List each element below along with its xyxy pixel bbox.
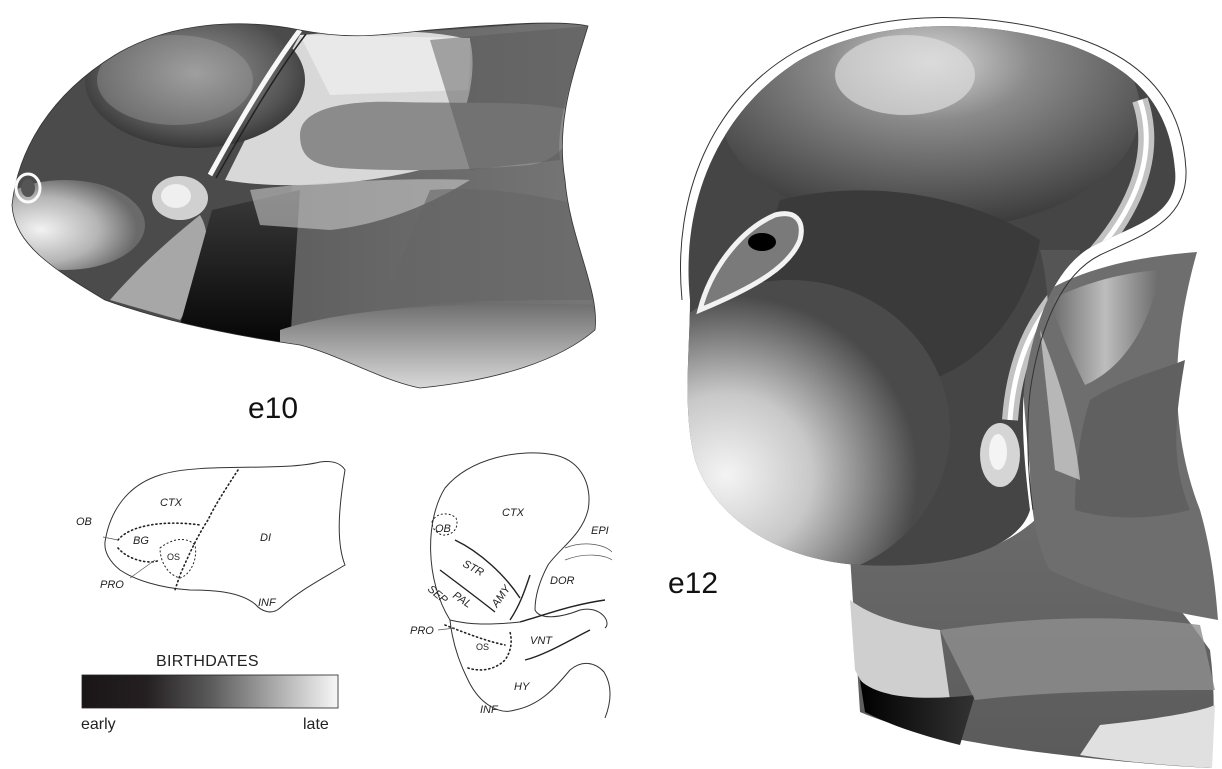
e10-label-inf: INF <box>258 597 277 609</box>
e12-label-ctx: CTX <box>502 507 525 519</box>
e10-label-ob: OB <box>76 516 92 528</box>
e12-label-str: STR <box>461 558 486 579</box>
e10-schematic: CTX OB BG DI OS PRO INF <box>76 462 345 612</box>
e12-label-hy: HY <box>514 681 530 693</box>
e12-model <box>630 0 1218 768</box>
legend-late-label: late <box>303 716 329 733</box>
legend-early-label: early <box>81 716 116 733</box>
e12-label-vnt: VNT <box>530 635 553 647</box>
e12-label-sep: SEP <box>425 583 450 607</box>
e10-label-pro: PRO <box>100 579 124 591</box>
e10-label-di: DI <box>260 532 271 544</box>
e12-label-inf: INF <box>480 704 499 716</box>
e12-label-dor: DOR <box>550 575 575 587</box>
e12-label-epi: EPI <box>591 525 609 537</box>
legend-title: BIRTHDATES <box>156 653 259 670</box>
e12-schematic: CTX OB EPI STR DOR SEP PAL AMY PRO OS VN… <box>410 453 612 718</box>
e12-wing <box>1020 252 1218 620</box>
e12-label-os: OS <box>476 642 489 652</box>
legend-gradient-bar <box>82 675 338 708</box>
e10-model <box>0 0 610 400</box>
e10-label-bg: BG <box>133 535 149 547</box>
birthdates-legend: BIRTHDATES early late <box>81 653 338 733</box>
e10-label-os: OS <box>167 552 180 562</box>
stage-label-e12: e12 <box>668 567 718 600</box>
e10-label-ctx: CTX <box>160 497 183 509</box>
e12-label-ob: OB <box>435 523 451 535</box>
e12-label-pro: PRO <box>410 625 434 637</box>
e12-label-amy: AMY <box>489 583 513 611</box>
stage-label-e10: e10 <box>248 392 298 425</box>
